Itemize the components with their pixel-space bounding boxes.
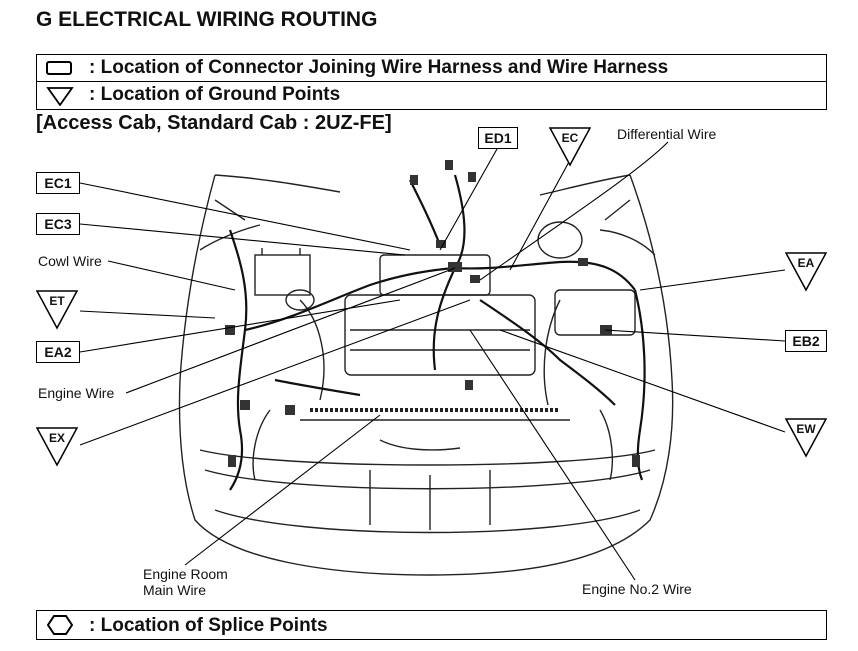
diagram-subtitle: [Access Cab, Standard Cab : 2UZ-FE] <box>36 112 392 134</box>
ground-symbol-icon <box>45 86 75 111</box>
legend-connector-text: : Location of Connector Joining Wire Har… <box>89 57 669 78</box>
ground-ew-label: EW <box>796 422 816 436</box>
connector-ea2: EA2 <box>36 341 80 363</box>
connector-ed1: ED1 <box>478 127 518 149</box>
legend-ground-text: : Location of Ground Points <box>89 84 341 105</box>
legend-splice-row: : Location of Splice Points <box>36 610 827 640</box>
connector-ec1: EC1 <box>36 172 80 194</box>
ground-ex-label: EX <box>48 431 65 445</box>
label-cowl-wire: Cowl Wire <box>38 253 102 269</box>
ground-ea: EA <box>785 252 827 292</box>
label-engine-wire: Engine Wire <box>38 385 115 401</box>
ground-ex: EX <box>36 427 78 467</box>
connector-ec3: EC3 <box>36 213 80 235</box>
label-engine-room-main-wire-line1: Engine Room <box>143 566 228 582</box>
ground-ec-label: EC <box>561 131 579 145</box>
ground-et-label: ET <box>49 294 65 308</box>
legend-connector-row: : Location of Connector Joining Wire Har… <box>36 54 827 82</box>
label-engine-no2-wire: Engine No.2 Wire <box>582 581 692 597</box>
label-engine-room-main-wire-line2: Main Wire <box>143 582 207 598</box>
connector-eb2: EB2 <box>785 330 827 352</box>
ground-ea-label: EA <box>797 256 815 270</box>
connector-symbol-icon <box>45 59 75 82</box>
legend-ground-row: : Location of Ground Points <box>36 82 827 110</box>
ground-ew: EW <box>785 418 827 458</box>
page-title: G ELECTRICAL WIRING ROUTING <box>36 8 378 31</box>
ground-et: ET <box>36 290 78 330</box>
splice-symbol-icon <box>45 614 75 641</box>
legend-splice-text: : Location of Splice Points <box>89 615 328 636</box>
ground-ec: EC <box>549 127 591 167</box>
label-differential-wire: Differential Wire <box>617 126 717 142</box>
